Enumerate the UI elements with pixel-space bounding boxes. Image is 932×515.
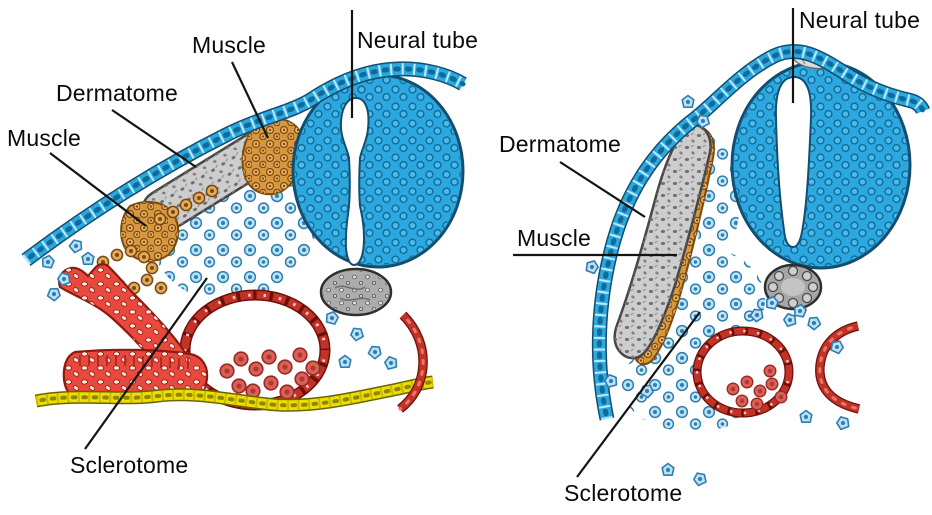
leader-sclerotome-right-panel — [576, 311, 701, 478]
leader-muscle-left-panel — [49, 152, 147, 227]
myotome-cells — [96, 117, 306, 295]
label-muscle-left-panel: Muscle — [7, 125, 82, 151]
label-sclerotome-right-panel: Sclerotome — [564, 480, 683, 506]
label-sclerotome-left-panel: Sclerotome — [70, 452, 189, 478]
leader-dermatome-right-panel — [559, 161, 646, 218]
neural-tube-shape — [730, 60, 912, 270]
leader-sclerotome-left-panel — [84, 277, 208, 450]
label-dermatome-right-panel: Dermatome — [499, 131, 621, 157]
label-dermatome-left-panel: Dermatome — [56, 80, 178, 106]
neural-tube-shape — [291, 73, 465, 269]
notochord — [319, 267, 393, 317]
leader-dermatome-left-panel — [111, 109, 197, 168]
label-muscle-right-panel: Muscle — [517, 225, 592, 251]
leader-muscle-top-left-panel — [231, 61, 269, 139]
right-panel-illustration — [583, 49, 923, 487]
label-neural-tube-right-panel: Neural tube — [799, 7, 921, 33]
label-muscle-top-left-panel: Muscle — [192, 32, 267, 58]
label-neural-tube-left-panel: Neural tube — [357, 27, 479, 53]
neural-tube-lumen — [774, 75, 813, 249]
neural-tube-lumen — [339, 96, 370, 267]
dorsal-aorta-vessel — [179, 289, 331, 411]
leader-lines — [49, 8, 795, 478]
notochord — [763, 263, 823, 311]
dermatome-band — [613, 123, 712, 360]
